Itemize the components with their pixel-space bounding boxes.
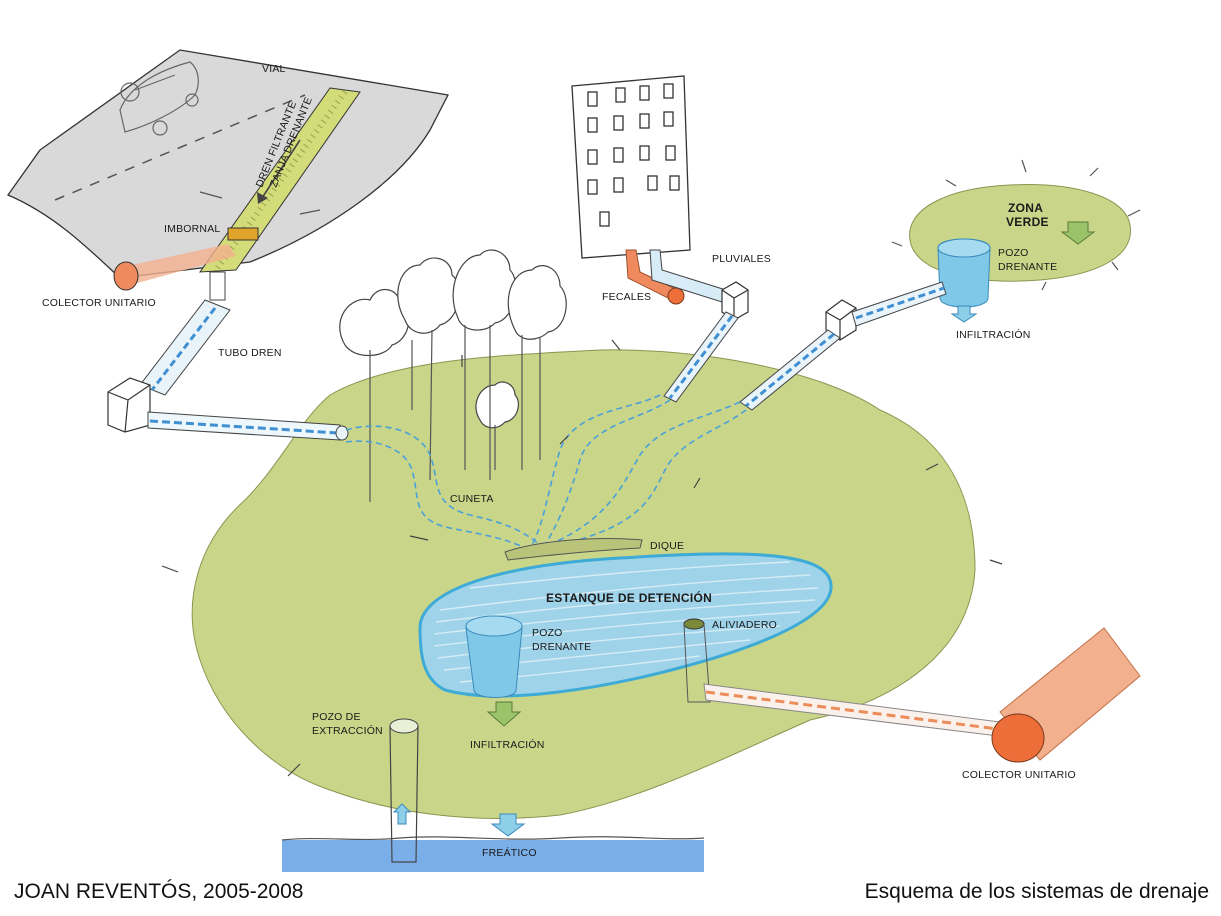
estanque-label: ESTANQUE DE DETENCIÓN: [546, 590, 712, 605]
pozo-extraccion-up-arrow: [392, 803, 412, 825]
dique-label: DIQUE: [650, 540, 684, 552]
pozo-top-label-2: DRENANTE: [998, 261, 1057, 273]
pozo-pond-label-2: DRENANTE: [532, 641, 591, 653]
zona-verde-down-arrow: [1060, 221, 1096, 245]
colector-unitario-right-label: COLECTOR UNITARIO: [962, 769, 1076, 781]
tubo-dren-waterline: [150, 307, 217, 391]
road-arrow-2: [299, 209, 321, 215]
park-runoff-arrows: [161, 339, 1003, 777]
building: [571, 75, 691, 259]
zona-verde-down-water: [745, 332, 835, 408]
road-arrow-1: [199, 191, 223, 199]
registro-box-right: [825, 299, 857, 341]
registro-box-left: [107, 377, 151, 433]
pozo-pond-rim: [465, 615, 523, 637]
tubo-dren-vertical: [209, 271, 226, 301]
collector-right-end: [991, 713, 1045, 763]
car-sketch: [119, 61, 199, 136]
aliviadero-label: ALIVIADERO: [712, 619, 777, 631]
freatico-surface-line: [281, 836, 705, 841]
pozo-pond-infiltration-arrow: [486, 701, 522, 727]
collector-top-pipe: [118, 244, 236, 285]
aliviadero-top: [683, 618, 705, 630]
pozo-extraccion-shaft: [389, 725, 419, 863]
vial-label: VIAL: [262, 63, 286, 75]
drain-strip: [198, 87, 361, 273]
pluviales-label: PLUVIALES: [712, 253, 771, 265]
fecales-label: FECALES: [602, 291, 651, 303]
pipe-to-cuneta-water: [149, 419, 339, 435]
drain-flow-arrowhead: [257, 192, 268, 204]
pozo-extraccion-label-2: EXTRACCIÓN: [312, 724, 383, 737]
overflow-pipe-flow: [705, 690, 999, 731]
building-windows: [587, 83, 680, 227]
zona-verde-label-1: ZONA: [1008, 201, 1043, 215]
pluviales-down-water: [668, 315, 734, 399]
freatico-band: [282, 840, 704, 872]
freatico-infiltration-arrow: [490, 813, 526, 837]
footer-caption: Esquema de los sistemas de drenaje: [864, 880, 1209, 903]
drain-flow-arrow: [261, 139, 301, 199]
footer-author: JOAN REVENTÓS, 2005-2008: [14, 880, 304, 903]
zona-verde-pipe-water: [855, 286, 945, 320]
cuneta-label: CUNETA: [450, 493, 494, 505]
road-centerline: [54, 94, 306, 201]
pozo-pond-label-1: POZO: [532, 627, 563, 639]
infiltracion-top-label: INFILTRACIÓN: [956, 328, 1031, 341]
pozo-top-rim: [937, 238, 991, 258]
imbornal-label: IMBORNAL: [164, 223, 220, 235]
cuneta-swales: [345, 394, 747, 549]
freatico-label: FREÁTICO: [482, 846, 537, 859]
tubo-dren-label: TUBO DREN: [218, 347, 282, 359]
zona-verde-runoff-arrows: [891, 159, 1141, 291]
imbornal-grate: [227, 227, 259, 241]
infiltracion-pond-label: INFILTRACIÓN: [470, 738, 545, 751]
pozo-extraccion-top: [389, 718, 419, 734]
pozo-extraccion-label-1: POZO DE: [312, 711, 361, 723]
tree-group: [339, 249, 567, 429]
pozo-top-label-1: POZO: [998, 247, 1029, 259]
drain-strip-dots: [213, 90, 348, 272]
colector-unitario-top-label: COLECTOR UNITARIO: [42, 297, 156, 309]
pozo-top-infiltration-arrow: [950, 305, 978, 323]
pipe-to-cuneta-outlet: [335, 425, 349, 441]
registro-box-building: [721, 281, 749, 321]
fecales-pipe-end: [667, 287, 685, 305]
dique: [504, 538, 643, 561]
aliviadero-shaft: [683, 623, 711, 703]
collector-top-end: [113, 261, 139, 291]
zona-verde-label-2: VERDE: [1006, 215, 1049, 229]
